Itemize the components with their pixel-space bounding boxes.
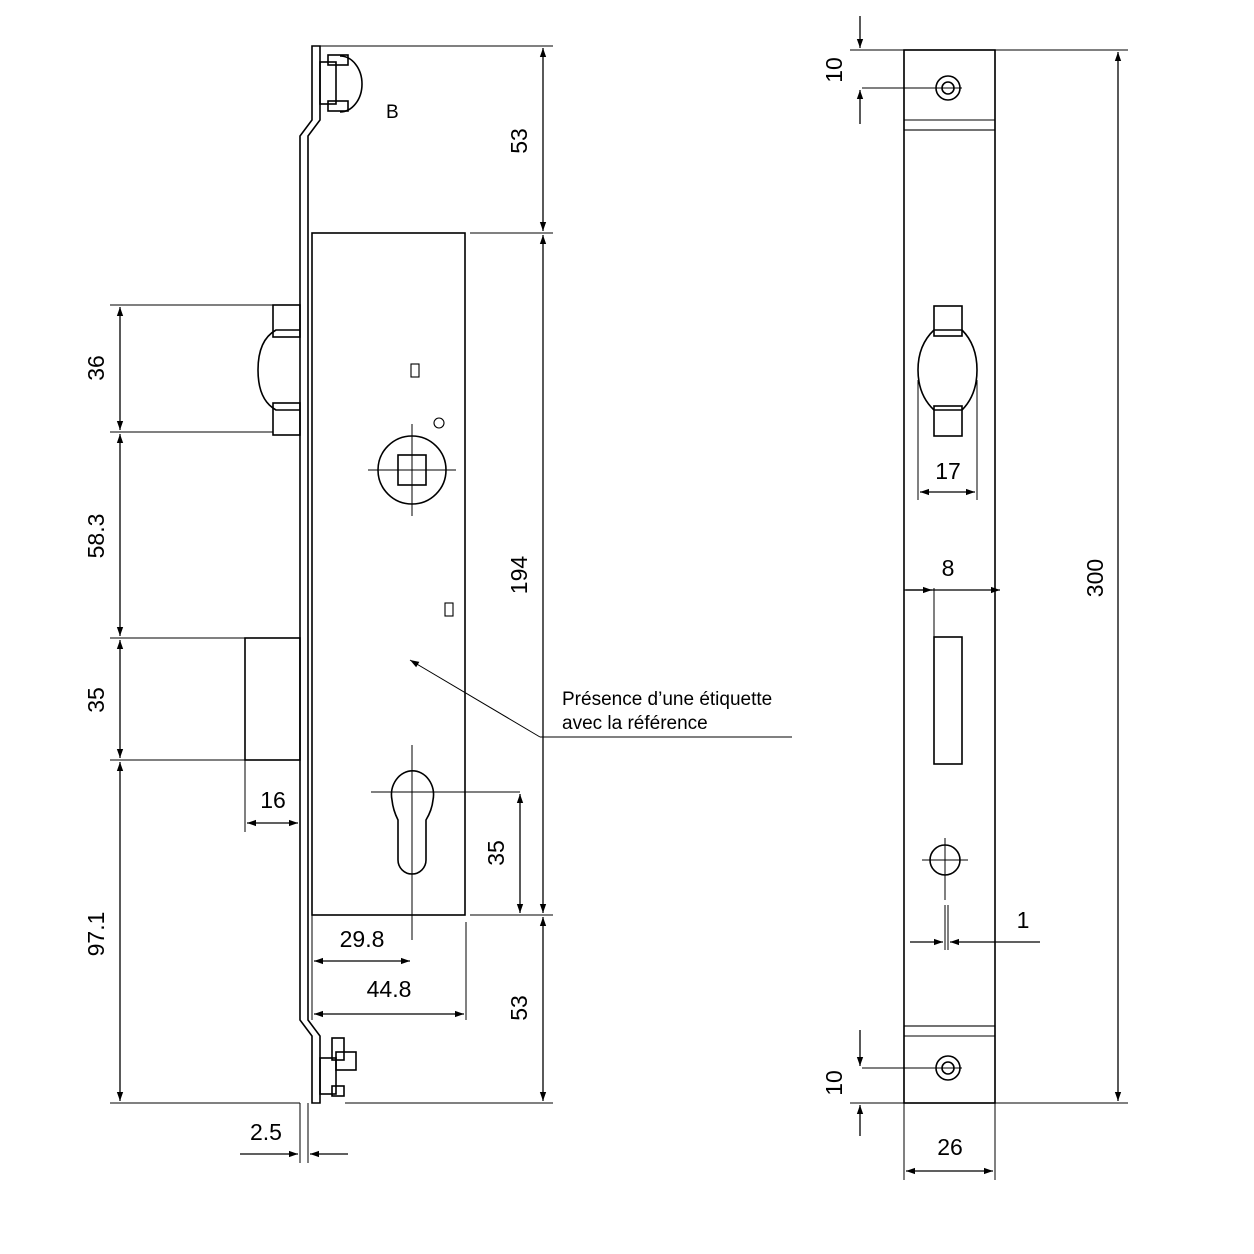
dim-backset-29-8: 29.8: [340, 926, 385, 952]
dim-slot-8: 8: [942, 555, 955, 581]
front-bolt-slot: [933, 636, 963, 765]
bottom-10-dimension: [850, 1030, 904, 1136]
dim-bolt-35: 35: [83, 687, 109, 713]
dim-lower-97-1: 97.1: [83, 912, 109, 957]
cylinder-dimension: [470, 794, 530, 916]
marker-b: B: [386, 102, 399, 123]
small-slot-mid: [444, 602, 454, 617]
front-bottom-screw-plate: [903, 1025, 996, 1104]
latch: [257, 304, 301, 436]
right-dimension-chain: [320, 45, 553, 1104]
center-offset-dimension: [910, 905, 1040, 950]
dim-latch-36: 36: [83, 355, 109, 381]
dim-width-26: 26: [937, 1134, 963, 1160]
latch-width-dimension: [917, 380, 978, 500]
front-spindle-hole: [922, 838, 968, 900]
dim-bottom-10: 10: [821, 1070, 847, 1096]
label-annotation-line2: avec la référence: [562, 713, 708, 734]
dim-latch-17: 17: [935, 458, 961, 484]
bottom-screw: [319, 1037, 357, 1097]
faceplate: [299, 45, 321, 1104]
backset-dimensions: [311, 915, 467, 1020]
dim-gap-58-3: 58.3: [83, 514, 109, 559]
slot-offset-dimension: [904, 586, 1000, 637]
front-top-screw-plate: [903, 49, 996, 131]
left-dimension-chain: [110, 304, 300, 1104]
dim-top-53: 53: [506, 128, 532, 154]
label-annotation-line1: Présence d’une étiquette: [562, 689, 772, 710]
label-leader: [409, 659, 792, 738]
bolt-projection-dimension: [244, 760, 301, 832]
faceplate-thickness-dimension: [240, 1103, 348, 1163]
dim-bottom-53: 53: [506, 995, 532, 1021]
top-screw: [319, 54, 363, 113]
front-view: 17 8 1 10: [821, 16, 1128, 1180]
dim-offset-1: 1: [1017, 907, 1030, 933]
front-top-screw-hole: [862, 75, 962, 101]
dim-top-10: 10: [821, 57, 847, 83]
dim-cylinder-35: 35: [483, 840, 509, 866]
dead-bolt: [244, 637, 301, 761]
dim-total-300: 300: [1082, 559, 1108, 597]
front-latch: [917, 305, 978, 437]
front-bottom-screw-hole: [862, 1055, 962, 1081]
small-hole: [433, 417, 445, 429]
cylinder-cutout: [371, 745, 520, 940]
top-10-dimension: [850, 16, 904, 124]
dim-faceplate-2-5: 2.5: [250, 1119, 282, 1145]
spindle-follower: [368, 424, 456, 516]
side-view: B: [83, 45, 792, 1163]
dim-body-194: 194: [506, 556, 532, 595]
total-length-dimension: [995, 49, 1128, 1104]
width-dimension: [903, 1103, 996, 1180]
dim-bolt-16: 16: [260, 787, 286, 813]
lock-case: [311, 232, 466, 916]
small-slot-top: [410, 363, 420, 378]
dim-width-44-8: 44.8: [367, 976, 412, 1002]
